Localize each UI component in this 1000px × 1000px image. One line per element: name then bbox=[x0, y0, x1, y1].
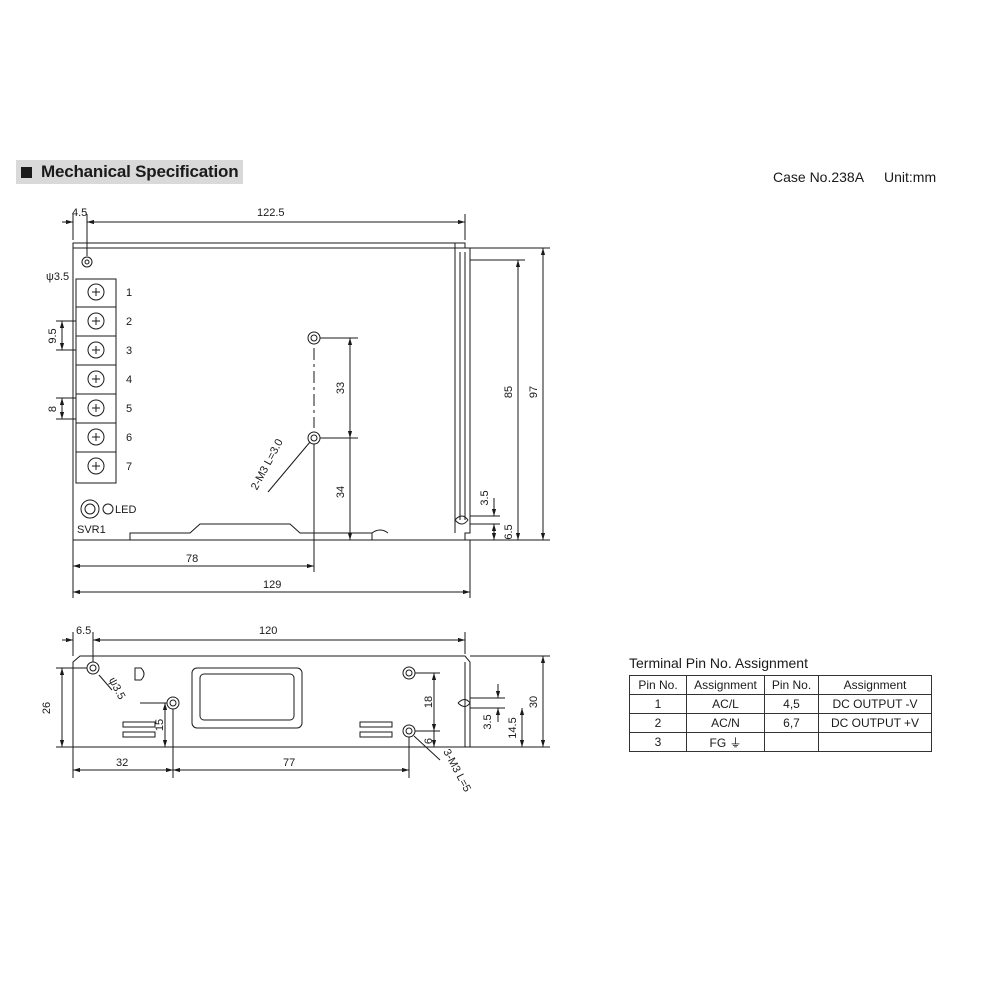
terminal-label-2: 2 bbox=[126, 316, 132, 328]
dim-side-height-left: 26 bbox=[41, 702, 53, 714]
unit-label: Unit:mm bbox=[884, 169, 937, 185]
dim-side-bottom-a: 32 bbox=[116, 757, 128, 769]
section-header: Mechanical Specification bbox=[16, 160, 243, 184]
dim-height-inner: 85 bbox=[503, 386, 515, 398]
side-view bbox=[56, 632, 550, 778]
table-cell: DC OUTPUT +V bbox=[818, 713, 932, 733]
svr-label: SVR1 bbox=[77, 524, 106, 536]
corner-hole bbox=[81, 256, 93, 268]
terminal-label-7: 7 bbox=[126, 461, 132, 473]
terminal-screws bbox=[87, 283, 105, 475]
table-cell bbox=[764, 732, 819, 752]
table-cell: 6,7 bbox=[764, 713, 819, 733]
dim-notch-a: 3.5 bbox=[479, 490, 491, 505]
table-cell: AC/N bbox=[686, 713, 765, 733]
table-cell: FG ⏚ bbox=[686, 732, 765, 752]
table-cell: 1 bbox=[629, 694, 687, 714]
dim-hole-dia: ψ3.5 bbox=[46, 271, 69, 283]
table-cell: 4,5 bbox=[764, 694, 819, 714]
section-title: Mechanical Specification bbox=[41, 162, 239, 181]
top-view bbox=[56, 214, 550, 598]
pin-assignment-table: Pin No. Assignment Pin No. Assignment 1 … bbox=[629, 675, 932, 752]
table-header-cell: Assignment bbox=[686, 675, 765, 695]
screw-spec-side: 3-M3 L=5 bbox=[440, 747, 473, 794]
case-number: Case No.238A bbox=[773, 169, 865, 185]
led-label: LED bbox=[115, 504, 136, 516]
dim-top-width: 122.5 bbox=[257, 207, 285, 219]
terminal-label-4: 4 bbox=[126, 374, 132, 386]
table-header-row: Pin No. Assignment Pin No. Assignment bbox=[629, 675, 932, 695]
dim-bottom-a: 78 bbox=[186, 553, 198, 565]
header-square-icon bbox=[21, 166, 32, 178]
terminal-label-1: 1 bbox=[126, 287, 132, 299]
pin-table-title: Terminal Pin No. Assignment bbox=[629, 655, 808, 671]
table-header-cell: Pin No. bbox=[764, 675, 819, 695]
top-view-outline bbox=[72, 242, 471, 541]
dim-h6: 6 bbox=[423, 738, 435, 744]
dim-notch-b: 6.5 bbox=[503, 524, 515, 539]
table-cell bbox=[818, 732, 932, 752]
dim-left-offset: 4.5 bbox=[72, 207, 87, 219]
side-hole bbox=[86, 661, 100, 675]
terminal-label-5: 5 bbox=[126, 403, 132, 415]
table-row: 3 FG ⏚ bbox=[629, 732, 932, 752]
table-cell: DC OUTPUT -V bbox=[818, 694, 932, 714]
screw-spec-top: 2-M3 L=3.0 bbox=[249, 437, 286, 492]
terminal-block bbox=[75, 278, 117, 484]
dim-hole-spacing-a: 33 bbox=[335, 382, 347, 394]
dim-bottom-total: 129 bbox=[263, 579, 281, 591]
svr-knob bbox=[80, 499, 100, 519]
dim-side-bottom-b: 77 bbox=[283, 757, 295, 769]
dim-h18: 18 bbox=[423, 696, 435, 708]
terminal-label-3: 3 bbox=[126, 345, 132, 357]
table-cell: AC/L bbox=[686, 694, 765, 714]
dim-side-left-offset: 6.5 bbox=[76, 625, 91, 637]
top-view-labels: 4.5 122.5 ψ3.5 9.5 8 1 2 3 4 5 6 7 LED S… bbox=[46, 207, 540, 591]
dim-pitch: 9.5 bbox=[47, 328, 59, 343]
dim-side-notch-b: 14.5 bbox=[507, 717, 519, 738]
mount-hole-upper bbox=[307, 331, 321, 345]
handle-cutout bbox=[191, 667, 303, 729]
table-row: 1 AC/L 4,5 DC OUTPUT -V bbox=[629, 694, 932, 714]
dim-h15: 15 bbox=[154, 719, 166, 731]
table-cell: 2 bbox=[629, 713, 687, 733]
dim-side-width: 120 bbox=[259, 625, 277, 637]
dim-side-notch-a: 3.5 bbox=[482, 714, 494, 729]
table-header-cell: Assignment bbox=[818, 675, 932, 695]
dim-hole-spacing-b: 34 bbox=[335, 486, 347, 498]
table-header-cell: Pin No. bbox=[629, 675, 687, 695]
table-cell: 3 bbox=[629, 732, 687, 752]
dim-side-height-total: 30 bbox=[528, 696, 540, 708]
dim-height-total: 97 bbox=[528, 386, 540, 398]
dim-side-hole-dia: ψ3.5 bbox=[106, 676, 127, 702]
led-indicator bbox=[102, 503, 114, 515]
dim-terminal-width: 8 bbox=[47, 406, 59, 412]
terminal-label-6: 6 bbox=[126, 432, 132, 444]
table-row: 2 AC/N 6,7 DC OUTPUT +V bbox=[629, 713, 932, 733]
